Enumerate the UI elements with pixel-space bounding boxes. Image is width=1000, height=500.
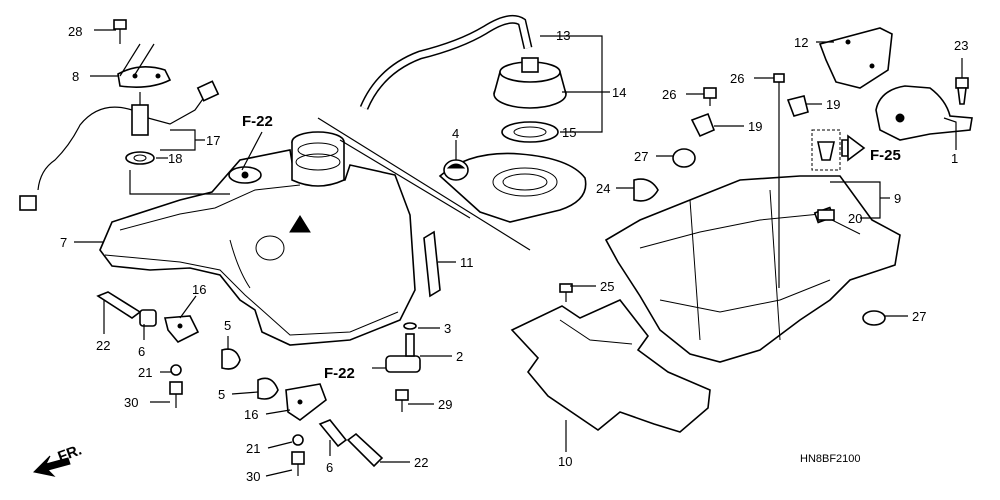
callout-10: 10 xyxy=(558,454,572,469)
callouts: 28 8 17 18 7 13 14 15 4 11 3 2 29 22 6 1… xyxy=(60,24,968,484)
callout-13: 13 xyxy=(556,28,570,43)
clip-f25 xyxy=(811,129,866,171)
callout-19-right: 19 xyxy=(826,97,840,112)
callout-30-lower: 30 xyxy=(246,469,260,484)
callout-24: 24 xyxy=(596,181,610,196)
callout-30-upper: 30 xyxy=(124,395,138,410)
callout-25: 25 xyxy=(600,279,614,294)
mount-hardware-upper xyxy=(96,291,241,408)
mount-hardware-lower xyxy=(257,377,384,476)
drawing-code: HN8BF2100 xyxy=(800,453,861,465)
callout-28: 28 xyxy=(68,24,82,39)
stay-1 xyxy=(875,85,973,141)
callout-6-lower: 6 xyxy=(326,460,333,475)
front-label: FR. xyxy=(56,442,85,466)
cap-gasket xyxy=(501,121,559,143)
callout-5-upper: 5 xyxy=(224,318,231,333)
callout-11: 11 xyxy=(460,255,474,270)
callout-5-lower: 5 xyxy=(218,387,225,402)
fuel-pump-unit xyxy=(19,66,220,211)
callout-4: 4 xyxy=(452,126,459,141)
callout-21-lower: 21 xyxy=(246,441,260,456)
callout-23: 23 xyxy=(954,38,968,53)
callout-1: 1 xyxy=(951,151,958,166)
bracket-11 xyxy=(423,230,441,298)
filler-cover xyxy=(438,152,587,223)
callout-27-upper: 27 xyxy=(634,149,648,164)
callout-22-lower: 22 xyxy=(414,455,428,470)
callout-16-lower: 16 xyxy=(244,407,258,422)
callout-6-upper: 6 xyxy=(138,344,145,359)
callout-12: 12 xyxy=(794,35,808,50)
callout-14: 14 xyxy=(612,85,626,100)
front-direction-arrow: FR. xyxy=(32,442,85,477)
callout-3: 3 xyxy=(444,321,451,336)
callout-2: 2 xyxy=(456,349,463,364)
callout-17: 17 xyxy=(206,133,220,148)
fuel-tank xyxy=(99,131,416,346)
callout-19-left: 19 xyxy=(748,119,762,134)
callout-26-left: 26 xyxy=(662,87,676,102)
callout-8: 8 xyxy=(72,69,79,84)
callout-26-right: 26 xyxy=(730,71,744,86)
callout-22-upper: 22 xyxy=(96,338,110,353)
fuel-cap xyxy=(493,57,567,109)
callout-18: 18 xyxy=(168,151,182,166)
fuel-valve-2 xyxy=(372,322,421,412)
callout-21-upper: 21 xyxy=(138,365,152,380)
callout-9: 9 xyxy=(894,191,901,206)
callout-29: 29 xyxy=(438,397,452,412)
ref-f25[interactable]: F-25 xyxy=(870,147,901,164)
skid-plate xyxy=(510,299,711,433)
callout-16-upper: 16 xyxy=(192,282,206,297)
ref-f22-bottom[interactable]: F-22 xyxy=(324,365,355,382)
callout-20: 20 xyxy=(848,211,862,226)
callout-27-lower: 27 xyxy=(912,309,926,324)
under-tray xyxy=(604,175,901,363)
fasteners-right xyxy=(559,73,969,326)
callout-7: 7 xyxy=(60,235,67,250)
leader-lines xyxy=(74,29,963,477)
bracket-12 xyxy=(818,27,893,89)
callout-15: 15 xyxy=(562,125,576,140)
bolt-28 xyxy=(113,19,127,44)
ref-f22-top[interactable]: F-22 xyxy=(242,113,273,130)
